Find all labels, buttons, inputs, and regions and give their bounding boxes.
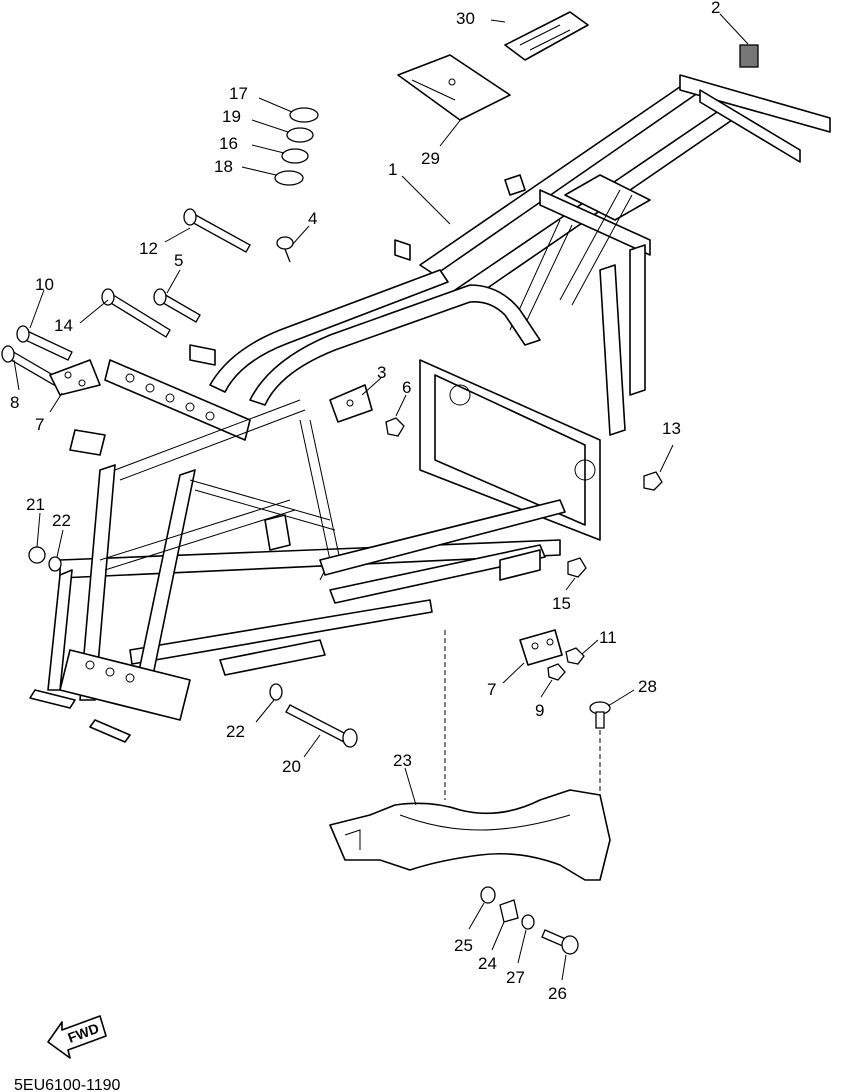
part-7-plate-lower [519, 629, 585, 681]
callout-22a: 22 [52, 511, 71, 530]
callout-12: 12 [139, 239, 158, 258]
callout-13: 13 [662, 419, 681, 438]
callout-7b: 7 [487, 680, 496, 699]
callout-15: 15 [552, 594, 571, 613]
callout-10: 10 [35, 275, 54, 294]
part-30-strap [504, 11, 589, 61]
callout-7a: 7 [35, 415, 44, 434]
callout-5: 5 [174, 251, 183, 270]
part-21-22-washers [28, 546, 62, 572]
callout-8: 8 [10, 393, 19, 412]
callout-27: 27 [506, 968, 525, 987]
fwd-direction-arrow: FWD [47, 1015, 107, 1059]
part-6-nut [385, 417, 405, 437]
callout-16: 16 [219, 134, 238, 153]
callout-20: 20 [282, 757, 301, 776]
callout-19: 19 [222, 107, 241, 126]
callout-14: 14 [54, 316, 73, 335]
callout-6: 6 [402, 378, 411, 397]
callout-11: 11 [599, 628, 617, 647]
main-frame [29, 74, 831, 743]
leader-lines [13, 13, 749, 981]
callout-24: 24 [478, 954, 497, 973]
callout-21: 21 [26, 495, 45, 514]
part-23-skid-plate [329, 630, 611, 881]
callout-17: 17 [229, 84, 248, 103]
part-bolts-left [1, 208, 251, 386]
part-29-plate [397, 54, 511, 121]
callout-25: 25 [454, 936, 473, 955]
callout-4: 4 [308, 209, 317, 228]
part-washer-stack [274, 107, 319, 186]
callout-28: 28 [638, 677, 657, 696]
callout-30: 30 [456, 9, 475, 28]
callout-22b: 22 [226, 722, 245, 741]
callout-23: 23 [393, 751, 412, 770]
callout-18: 18 [214, 157, 233, 176]
callout-1: 1 [388, 160, 397, 179]
callout-labels: 30 2 17 19 16 18 29 1 4 12 5 10 14 3 6 8… [10, 0, 720, 1003]
part-3-plate [329, 384, 373, 423]
callout-2: 2 [711, 0, 720, 17]
drawing-code: 5EU6100-1190 [14, 1077, 121, 1092]
callout-3: 3 [377, 363, 386, 382]
part-2-grommet [739, 44, 759, 68]
part-13-nut [643, 471, 663, 491]
callout-9: 9 [535, 701, 544, 720]
part-20-bolt [269, 683, 358, 748]
part-15-nut [567, 557, 587, 578]
part-25-24-27-26 [480, 886, 579, 955]
callout-26: 26 [548, 984, 567, 1003]
callout-29: 29 [421, 149, 440, 168]
part-7-plate-upper [49, 359, 101, 396]
part-4-bolt [276, 236, 294, 263]
